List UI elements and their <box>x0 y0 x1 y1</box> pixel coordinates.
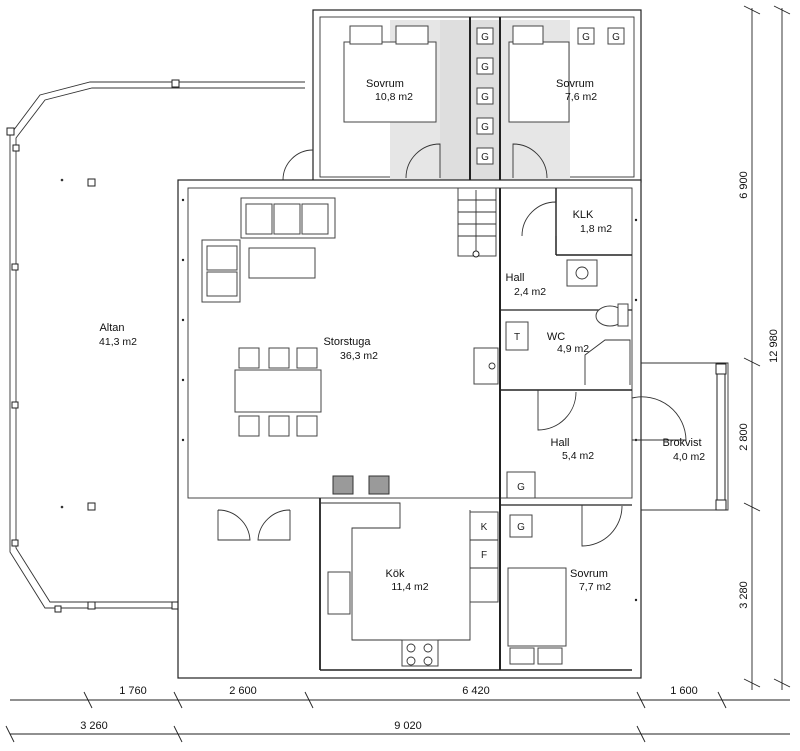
room-area-brokvist: 4,0 m2 <box>673 451 705 463</box>
svg-text:G: G <box>517 482 525 493</box>
room-label-sovrum-1: Sovrum <box>366 78 404 90</box>
dim-bottom-1600: 1 600 <box>670 685 698 697</box>
dimension-lines <box>5 5 791 743</box>
dim-bottom-6420: 6 420 <box>462 685 490 697</box>
room-area-sovrum-2: 7,6 m2 <box>565 91 597 103</box>
room-area-hall-2: 5,4 m2 <box>562 450 594 462</box>
room-area-hall-1: 2,4 m2 <box>514 286 546 298</box>
wardrobe-labels: G G G G G G G <box>476 27 625 165</box>
room-area-wc: 4,9 m2 <box>557 343 589 355</box>
svg-text:G: G <box>481 122 489 133</box>
dim-bottom-9020: 9 020 <box>394 720 422 732</box>
dim-bottom-1760: 1 760 <box>119 685 147 697</box>
svg-text:G: G <box>612 32 620 43</box>
dim-right-total: 12 980 <box>768 329 780 363</box>
svg-text:G: G <box>481 92 489 103</box>
dim-right-3280: 3 280 <box>738 581 750 609</box>
room-label-brokvist: Brokvist <box>662 437 701 449</box>
svg-text:G: G <box>481 152 489 163</box>
svg-text:T: T <box>514 332 520 343</box>
altan-deck <box>6 79 305 613</box>
svg-text:G: G <box>481 32 489 43</box>
room-label-hall-1: Hall <box>506 272 525 284</box>
room-area-kok: 11,4 m2 <box>391 581 428 593</box>
room-area-sovrum-3: 7,7 m2 <box>579 581 611 593</box>
room-label-wc: WC <box>547 331 565 343</box>
room-label-storstuga: Storstuga <box>323 336 371 348</box>
room-area-sovrum-1: 10,8 m2 <box>375 91 413 103</box>
dim-bottom-2600: 2 600 <box>229 685 257 697</box>
room-label-kok: Kök <box>386 568 405 580</box>
dim-bottom-3260: 3 260 <box>80 720 108 732</box>
room-label-klk: KLK <box>573 209 594 221</box>
room-area-klk: 1,8 m2 <box>580 223 612 235</box>
svg-text:G: G <box>481 62 489 73</box>
room-area-altan: 41,3 m2 <box>99 336 137 348</box>
room-area-storstuga: 36,3 m2 <box>340 350 378 362</box>
room-label-sovrum-2: Sovrum <box>556 78 594 90</box>
svg-text:G: G <box>582 32 590 43</box>
svg-text:K: K <box>481 522 488 533</box>
main-house: K F T G G <box>177 179 687 679</box>
brokvist-porch <box>641 362 729 511</box>
svg-text:F: F <box>481 550 487 561</box>
room-label-altan: Altan <box>99 322 124 334</box>
dim-right-2800: 2 800 <box>738 423 750 451</box>
dim-right-6900: 6 900 <box>738 171 750 199</box>
room-label-hall-2: Hall <box>551 437 570 449</box>
room-label-sovrum-3: Sovrum <box>570 568 608 580</box>
svg-text:G: G <box>517 522 525 533</box>
